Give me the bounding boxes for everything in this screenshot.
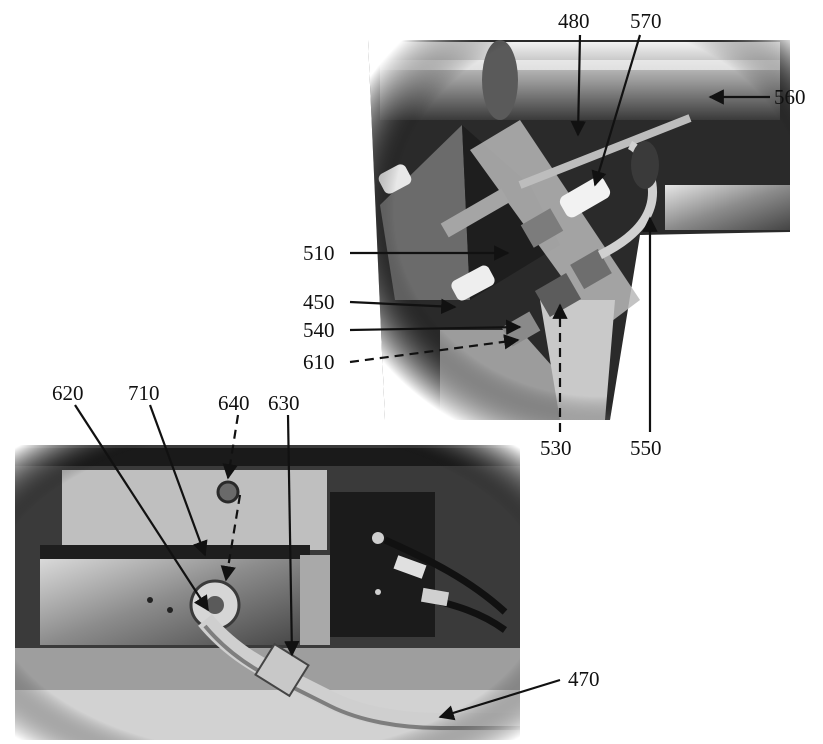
label-470: 470 — [568, 667, 600, 691]
label-530: 530 — [540, 436, 572, 460]
reference-labels: 480 570 560 510 450 540 610 530 550 620 … — [52, 9, 806, 691]
top-photo — [368, 40, 790, 420]
leader-710 — [148, 404, 208, 557]
leader-620 — [74, 404, 209, 612]
leader-570 — [591, 34, 642, 187]
leader-450 — [349, 298, 457, 315]
leader-480 — [570, 34, 586, 137]
label-480: 480 — [558, 9, 590, 33]
label-570: 570 — [630, 9, 662, 33]
label-630: 630 — [268, 391, 300, 415]
leader-610 — [349, 334, 520, 364]
label-450: 450 — [303, 290, 335, 314]
leader-470 — [438, 678, 561, 721]
label-620: 620 — [52, 381, 84, 405]
label-510: 510 — [303, 241, 335, 265]
leader-540 — [349, 319, 522, 335]
label-550: 550 — [630, 436, 662, 460]
bottom-photo — [15, 445, 520, 740]
leader-630 — [284, 414, 300, 657]
label-610: 610 — [303, 350, 335, 374]
label-560: 560 — [774, 85, 806, 109]
label-640: 640 — [218, 391, 250, 415]
label-540: 540 — [303, 318, 335, 342]
label-710: 710 — [128, 381, 160, 405]
leader-lines — [74, 34, 770, 721]
leader-640 — [222, 414, 240, 480]
